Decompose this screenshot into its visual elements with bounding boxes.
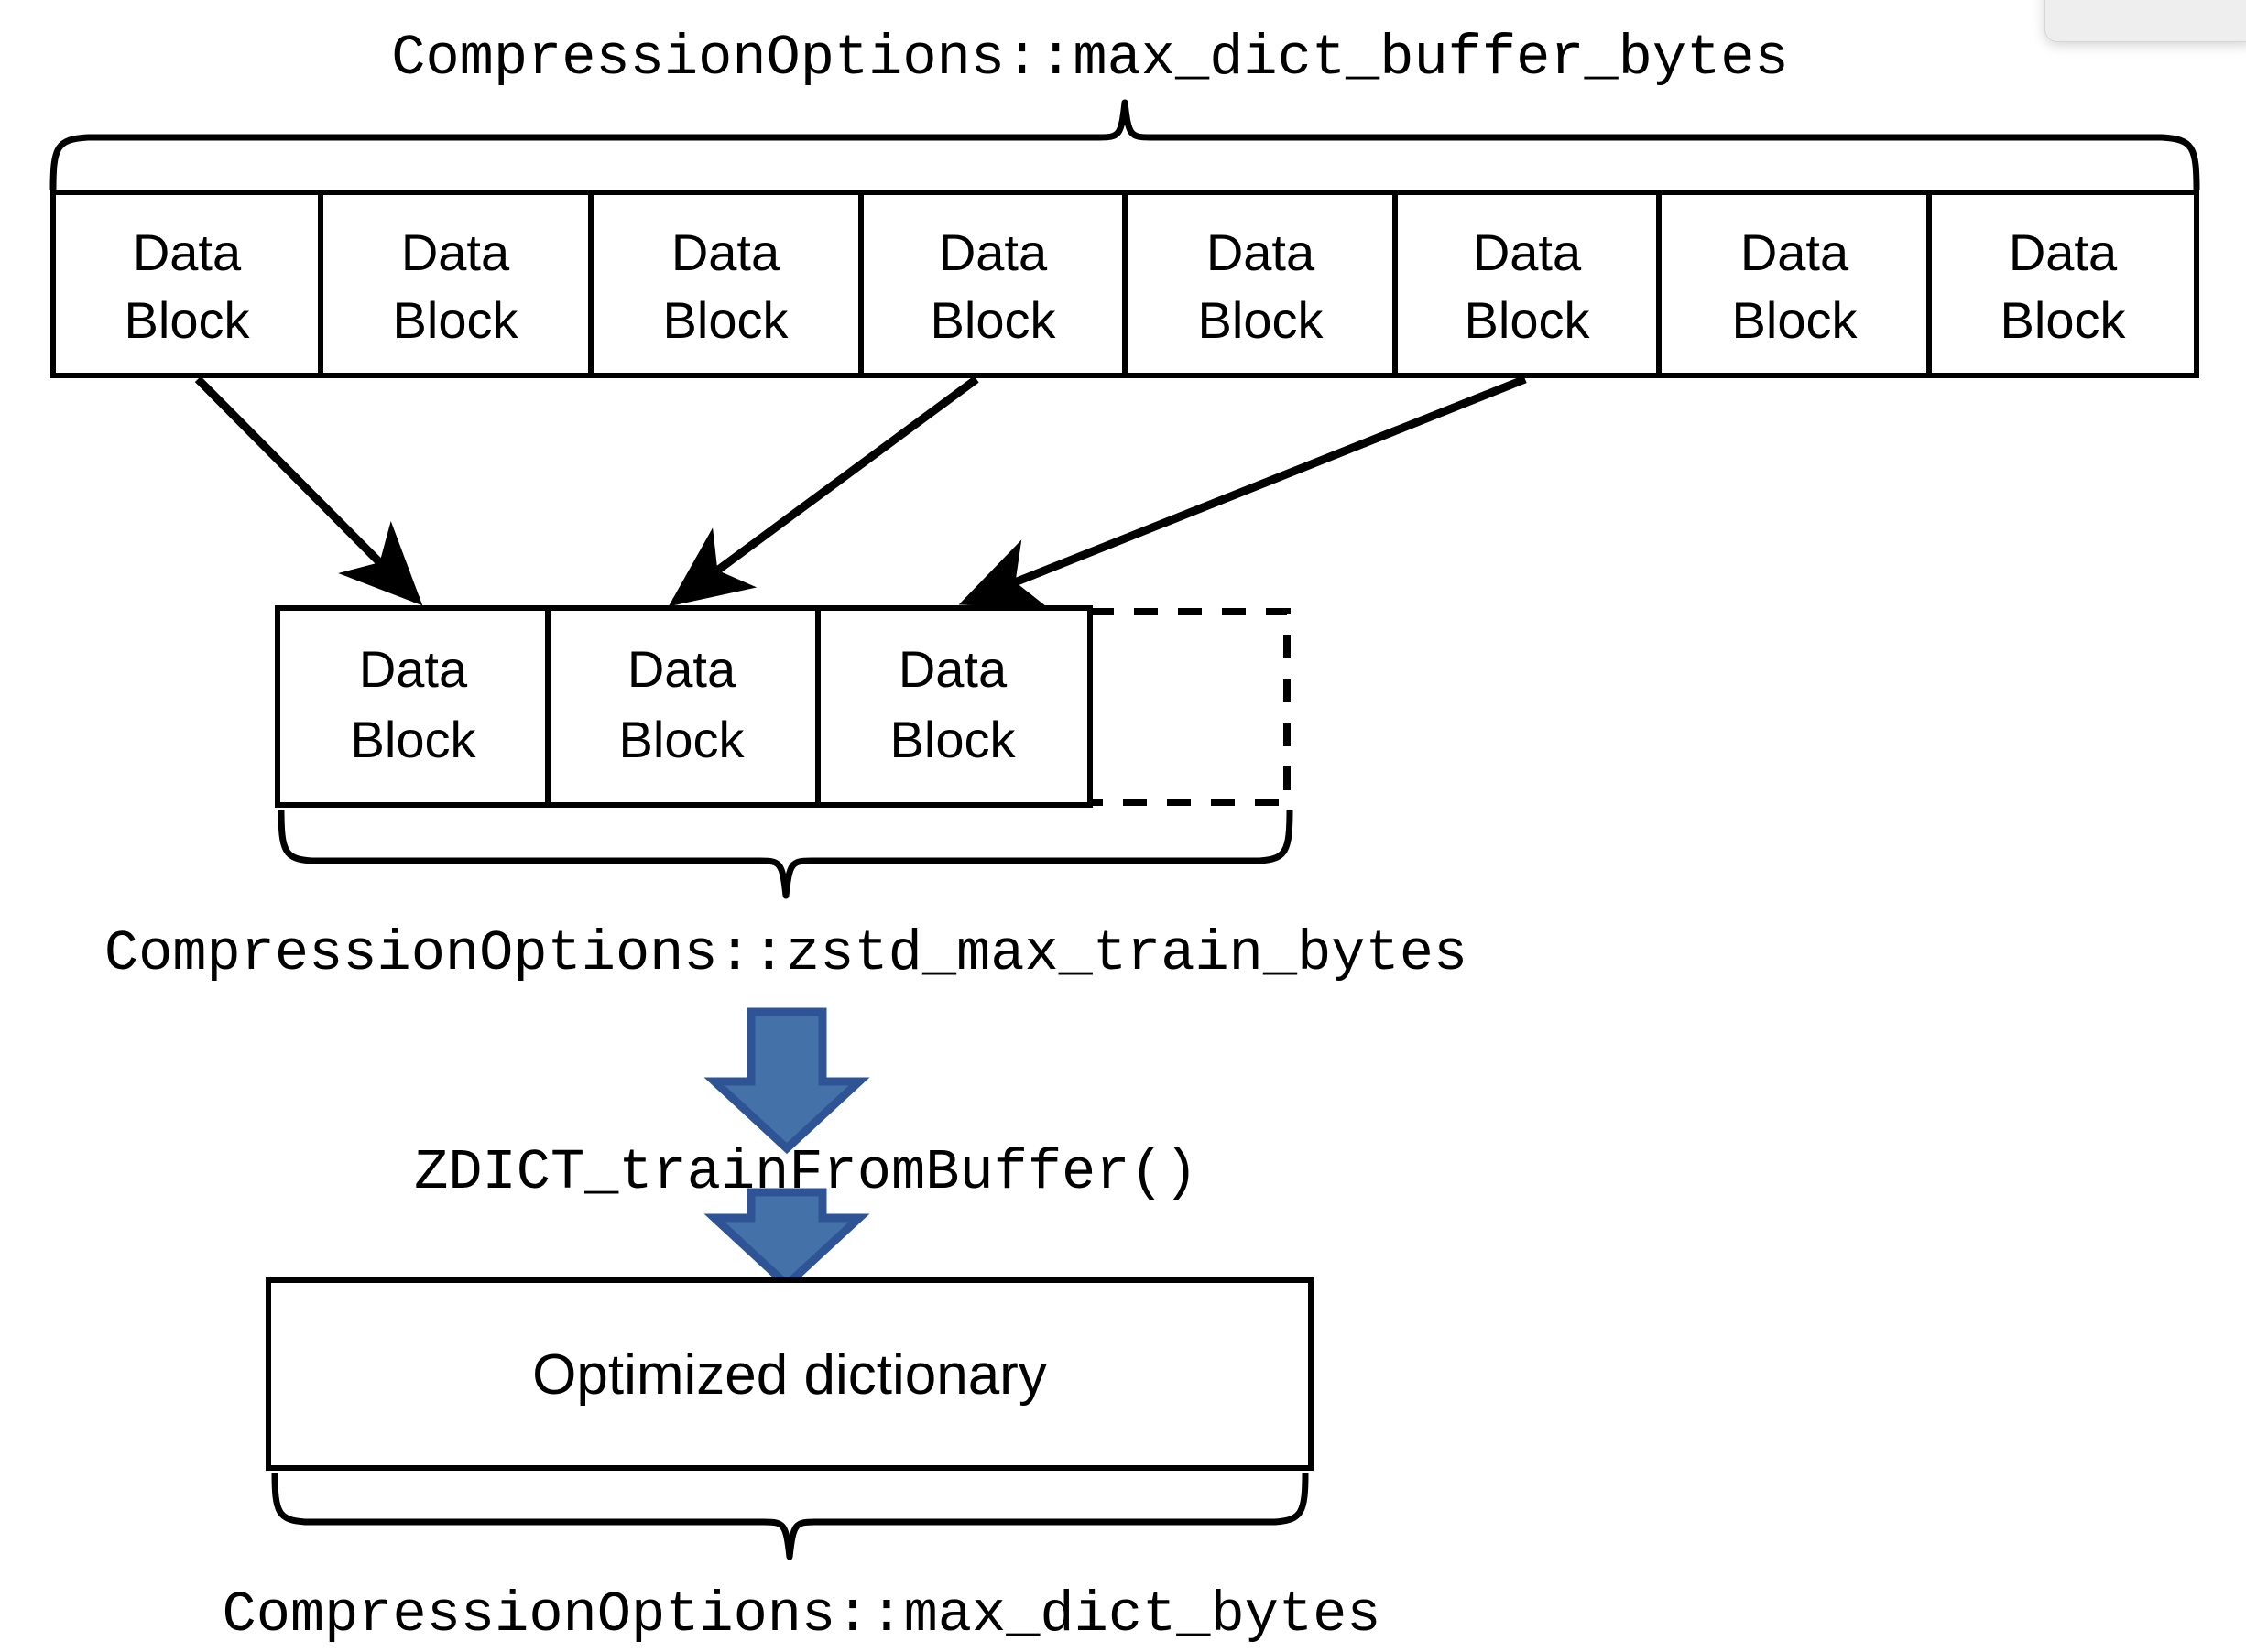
train-empty-slot [1090,608,1291,806]
buffer-block-1-line1: Data [133,223,242,281]
train-block-2[interactable]: Data Block [619,640,746,768]
sampling-arrow-2 [668,375,979,607]
buffer-block-4[interactable]: Data Block [931,223,1057,349]
buffer-block-6-line2: Block [1465,291,1591,349]
train-block-2-line1: Data [627,640,736,698]
buffer-block-6[interactable]: Data Block [1465,223,1591,349]
buffer-block-7-line1: Data [1740,223,1849,281]
label-zstd-max-train-bytes: CompressionOptions::zstd_max_train_bytes [104,921,1467,986]
down-arrow-icon-2 [703,1188,870,1291]
sampling-arrow-3 [958,375,1527,609]
dictionary-box-label: Optimized dictionary [532,1343,1047,1407]
brace-max-dict-buffer [49,99,2200,191]
buffer-block-5-line1: Data [1206,223,1315,281]
data-block-row-buffer: Data Block Data Block Data Block Data Bl… [50,190,2199,378]
buffer-block-4-line1: Data [939,223,1048,281]
sampling-arrows [194,375,1527,609]
label-max-dict-buffer-bytes: CompressionOptions::max_dict_buffer_byte… [391,26,1788,91]
train-block-1-line1: Data [359,640,468,698]
train-row-outline [275,605,1093,808]
train-block-2-line2: Block [619,711,746,768]
brace-zstd-max-train [278,809,1293,899]
buffer-block-8-line1: Data [2009,223,2118,281]
train-block-3-line1: Data [899,640,1008,698]
buffer-block-7-line2: Block [1732,291,1859,349]
output-flow-arrow [703,1188,870,1291]
train-block-3-line2: Block [890,711,1017,768]
buffer-block-8-line2: Block [2001,291,2127,349]
buffer-block-1-line2: Block [125,291,251,349]
floating-toolbar-panel[interactable] [2044,0,2246,42]
buffer-block-3[interactable]: Data Block [663,223,790,349]
buffer-block-2-line2: Block [393,291,519,349]
train-block-1-line2: Block [351,711,477,768]
data-block-row-train: Data Block Data Block Data Block [275,605,1291,808]
buffer-block-5-line2: Block [1198,291,1325,349]
down-arrow-icon-1 [703,1007,870,1155]
buffer-block-3-line1: Data [671,223,780,281]
buffer-block-6-line1: Data [1473,223,1582,281]
train-block-3[interactable]: Data Block [890,640,1017,768]
buffer-block-5[interactable]: Data Block [1198,223,1325,349]
optimized-dictionary-box[interactable]: Optimized dictionary [266,1277,1314,1471]
train-block-1[interactable]: Data Block [351,640,477,768]
brace-max-dict-bytes [271,1472,1309,1560]
train-flow-arrow [703,1007,870,1155]
buffer-block-2[interactable]: Data Block [393,223,519,349]
sampling-arrow-1 [194,375,423,606]
buffer-block-1[interactable]: Data Block [125,223,251,349]
buffer-block-7[interactable]: Data Block [1732,223,1859,349]
buffer-block-8[interactable]: Data Block [2001,223,2127,349]
dictionary-box-outline [266,1277,1314,1471]
buffer-block-2-line1: Data [401,223,510,281]
label-max-dict-bytes: CompressionOptions::max_dict_bytes [222,1582,1380,1647]
buffer-block-4-line2: Block [931,291,1057,349]
buffer-block-3-line2: Block [663,291,790,349]
